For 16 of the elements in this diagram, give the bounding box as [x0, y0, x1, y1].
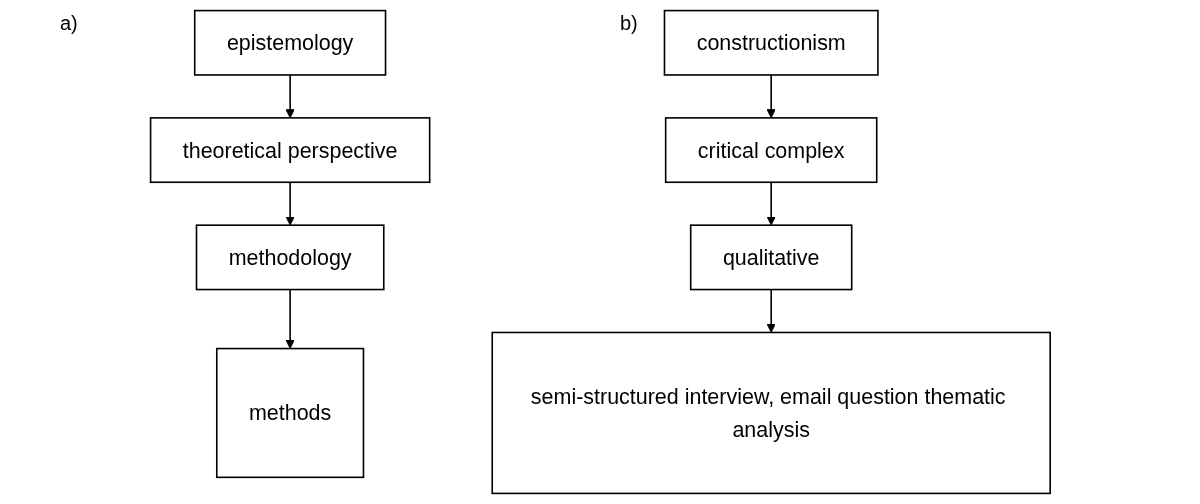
- arrow: [285, 288, 295, 349]
- node-box: methods: [215, 347, 364, 479]
- arrow: [766, 181, 776, 226]
- panel-label: a): [60, 12, 78, 35]
- arrow: [285, 74, 295, 119]
- arrow: [766, 74, 776, 119]
- arrow: [766, 288, 776, 333]
- arrow: [285, 181, 295, 226]
- node-box: theoretical perspective: [149, 117, 431, 184]
- node-box: methodology: [195, 224, 385, 291]
- node-box: epistemology: [193, 9, 386, 76]
- node-box: constructionism: [663, 9, 879, 76]
- panel-label: b): [620, 12, 638, 35]
- node-box: semi-structured interview, email question thematic analysis: [491, 331, 1051, 495]
- node-box: critical complex: [664, 117, 878, 184]
- node-box: qualitative: [689, 224, 853, 291]
